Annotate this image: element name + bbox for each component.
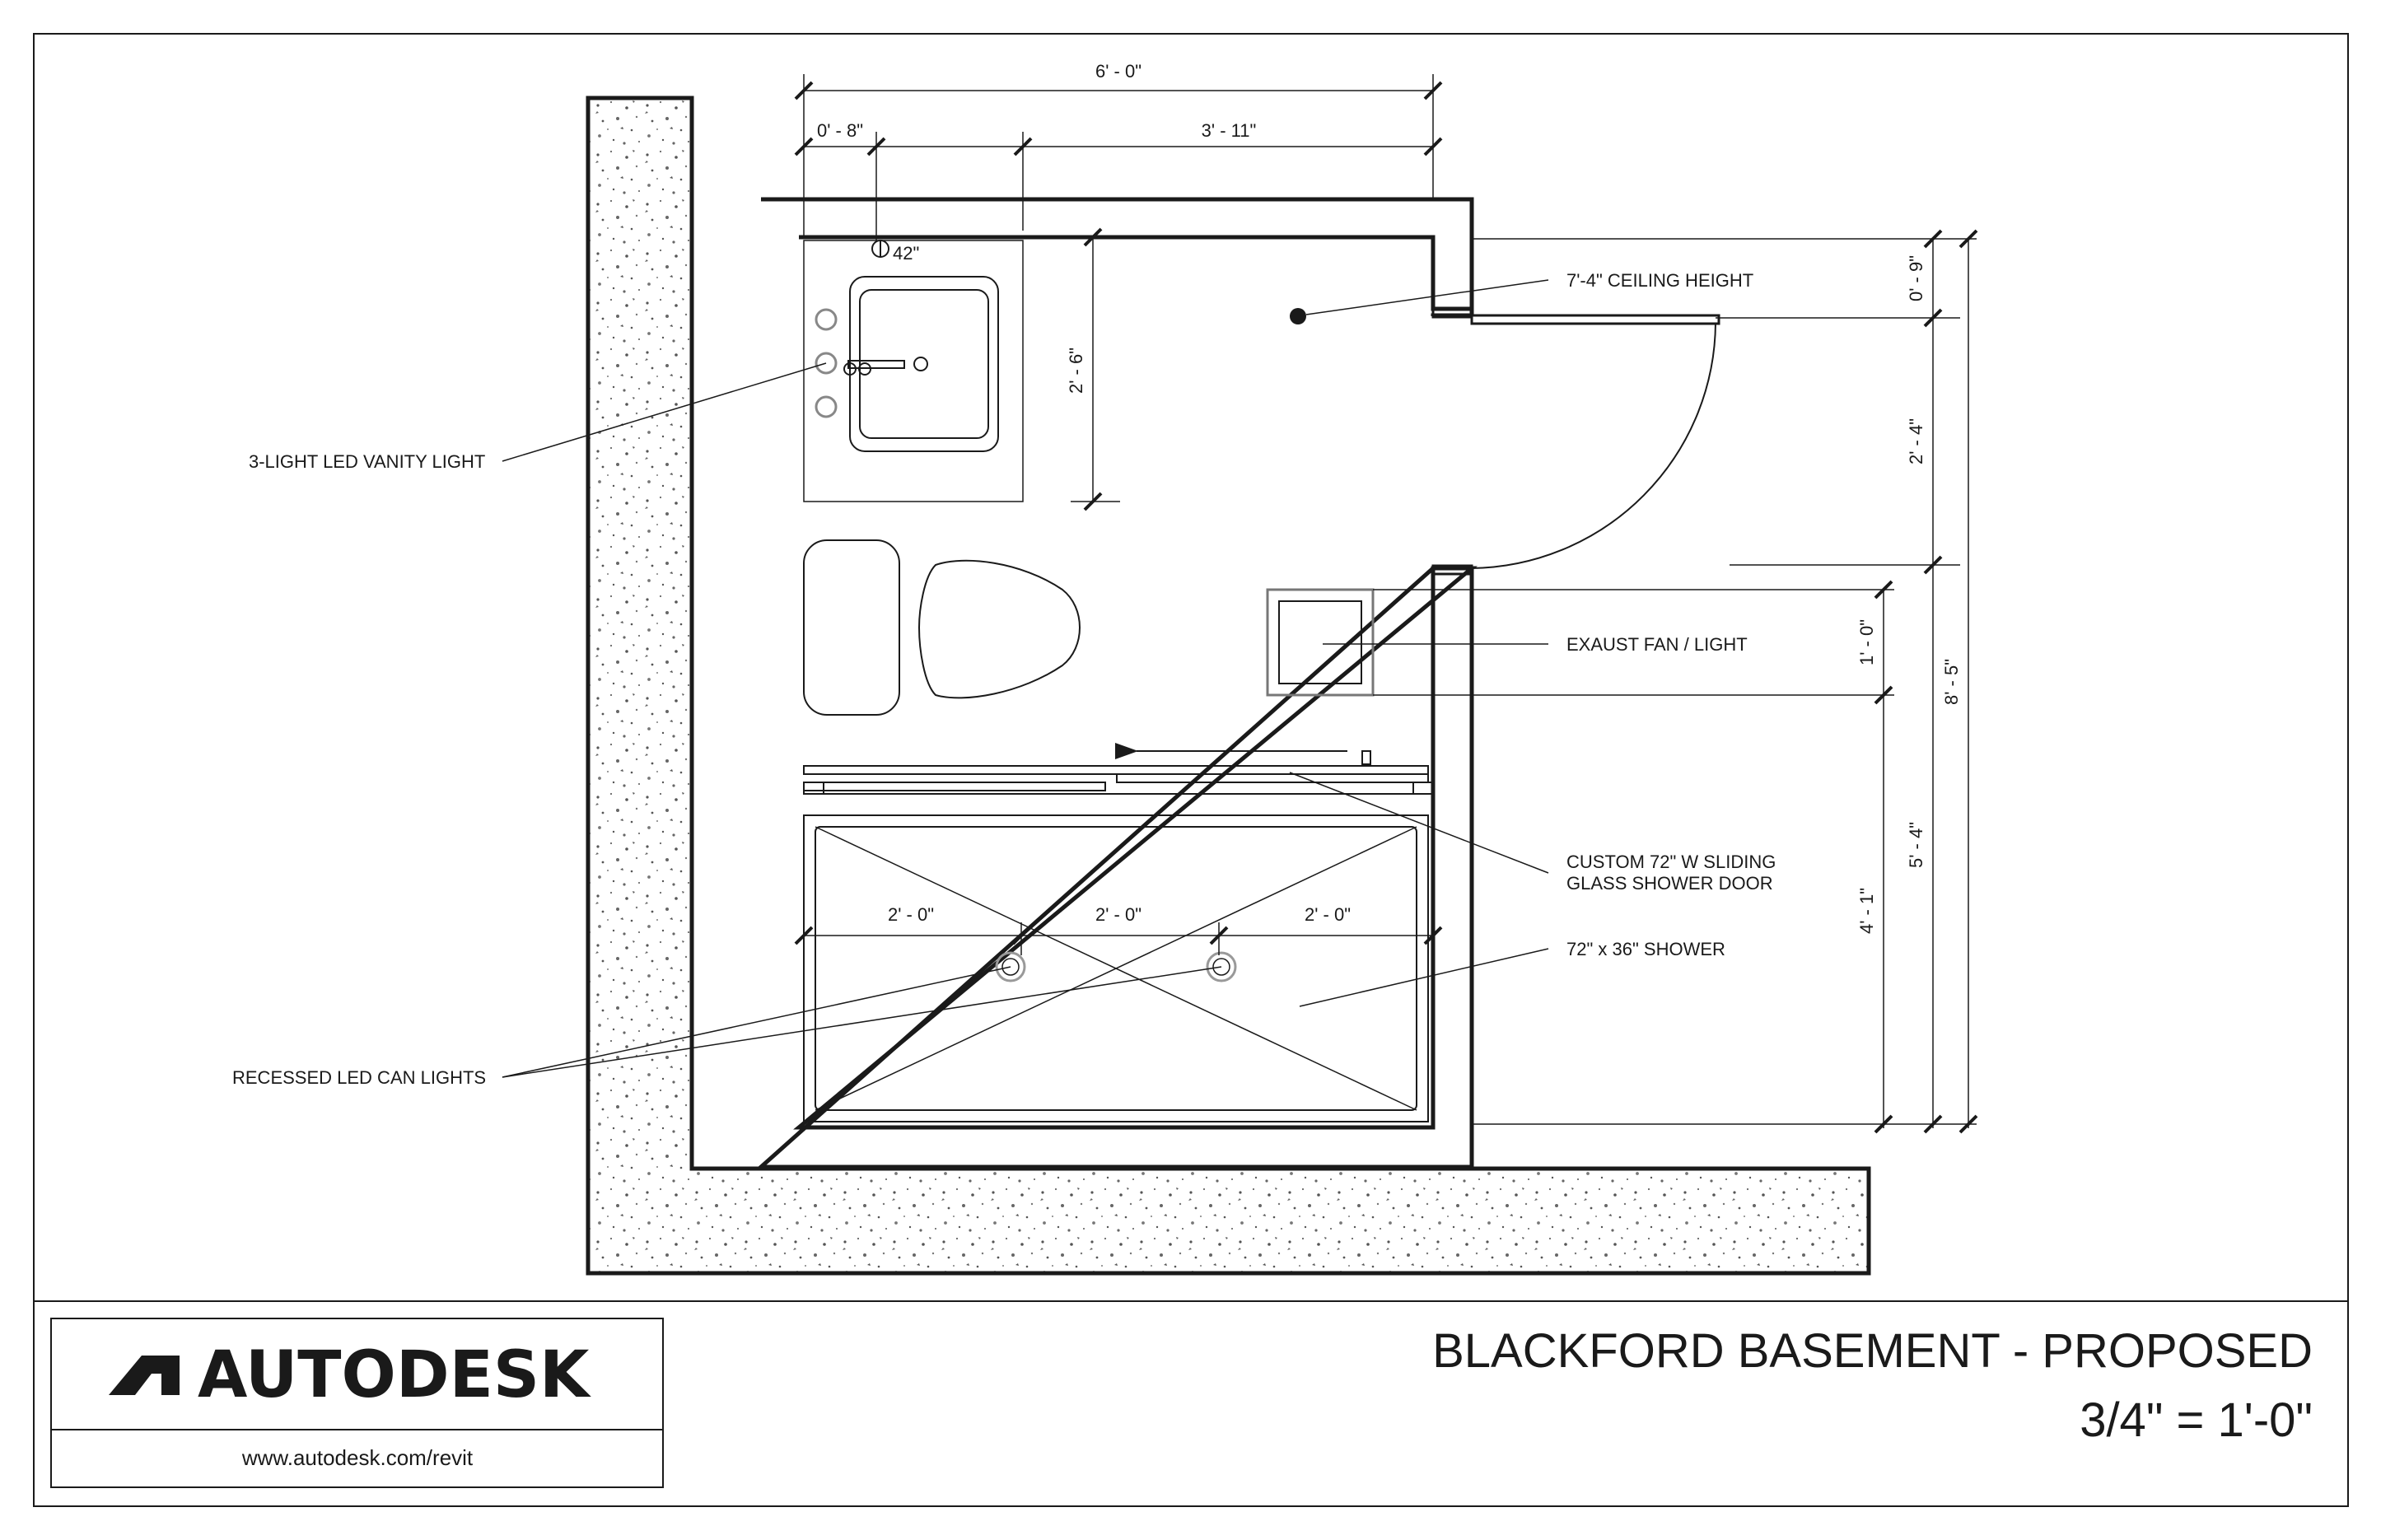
- shower-door-stop-left: [803, 782, 824, 795]
- shower-door-handle: [1361, 750, 1371, 765]
- dim-left-offset: 0' - 8": [817, 120, 863, 141]
- vanity-counter: [803, 240, 1024, 502]
- shower-door-panel-back: [803, 765, 1429, 775]
- shower-door-label-line2: GLASS SHOWER DOOR: [1566, 873, 1773, 894]
- dim-lower-wall: 5' - 4": [1906, 822, 1926, 868]
- brand-name: AUTODESK: [198, 1338, 591, 1412]
- leader-lines: [502, 279, 1549, 1078]
- sheet-border: [33, 33, 2349, 1507]
- door-jamb-top: [1431, 307, 1473, 319]
- autodesk-logo-icon: [109, 1356, 180, 1395]
- dim-right-span: 3' - 11": [1202, 120, 1257, 141]
- ceiling-height-marker: [1290, 308, 1306, 324]
- dim-vanity-depth: 2' - 6": [1066, 348, 1086, 394]
- sink-bowl: [859, 289, 989, 439]
- shower-pan-outer: [803, 814, 1429, 1122]
- can-light-1-icon: [995, 951, 1026, 982]
- shower-pan-inner: [815, 826, 1417, 1111]
- door-swing-arc: [1471, 322, 1716, 569]
- door-jamb-bottom: [1431, 564, 1473, 576]
- dim-door-opening: 2' - 4": [1906, 418, 1926, 464]
- logo-box: [50, 1318, 664, 1488]
- door-leaf: [1470, 314, 1720, 325]
- shower-label: 72" x 36" SHOWER: [1566, 939, 1725, 959]
- sink-height-label: 42": [893, 243, 919, 264]
- vanity-light-bulb-3: [815, 395, 838, 418]
- exhaust-fan-inner: [1278, 600, 1362, 684]
- toilet-bowl: [917, 559, 1081, 699]
- concrete-foundation-wall: [586, 96, 1871, 1276]
- faucet-handle-right: [858, 362, 871, 376]
- dimension-lines: [803, 74, 1977, 1128]
- dim-shower-seg-3: 2' - 0": [1305, 904, 1351, 925]
- faucet: [847, 360, 905, 369]
- dim-shower-seg-1: 2' - 0": [888, 904, 934, 925]
- dim-shower-seg-2: 2' - 0": [1095, 904, 1141, 925]
- can-lights-label: RECESSED LED CAN LIGHTS: [232, 1067, 486, 1088]
- shower-door-panel-front: [1116, 773, 1429, 783]
- drawing-scale: 3/4" = 1'-0": [2080, 1393, 2313, 1447]
- dim-fan-to-bottom: 4' - 1": [1856, 888, 1877, 934]
- shower-pan-diagonal-2: [815, 826, 1417, 1111]
- exhaust-fan-label: EXAUST FAN / LIGHT: [1566, 634, 1748, 655]
- shower-curb: [803, 782, 1106, 791]
- bathroom-outer-wall: [755, 197, 1474, 1169]
- can-light-2-icon: [1206, 951, 1237, 982]
- vanity-light-bulb-1: [815, 308, 838, 331]
- faucet-handle-left: [843, 362, 857, 376]
- toilet-tank: [803, 539, 900, 716]
- brand-url: www.autodesk.com/revit: [241, 1445, 474, 1470]
- dim-overall-width: 6' - 0": [1095, 61, 1141, 82]
- exhaust-fan-outer: [1266, 588, 1375, 697]
- vanity-light-bulb-2: [815, 352, 838, 375]
- sink-outer: [849, 276, 999, 452]
- dim-fan-size: 1' - 0": [1856, 619, 1877, 665]
- shower-door-label-line1: CUSTOM 72" W SLIDING: [1566, 852, 1776, 872]
- dim-overall-height: 8' - 5": [1941, 659, 1962, 705]
- dim-top-jog: 0' - 9": [1906, 255, 1926, 301]
- shower-door-stop-right: [1412, 782, 1434, 795]
- vanity-light-label: 3-LIGHT LED VANITY LIGHT: [249, 451, 485, 472]
- dimension-ticks: [794, 81, 1978, 1134]
- drawing-title: BLACKFORD BASEMENT - PROPOSED: [1432, 1324, 2313, 1378]
- sink-drain: [913, 357, 928, 371]
- ceiling-height-label: 7'-4" CEILING HEIGHT: [1566, 270, 1753, 291]
